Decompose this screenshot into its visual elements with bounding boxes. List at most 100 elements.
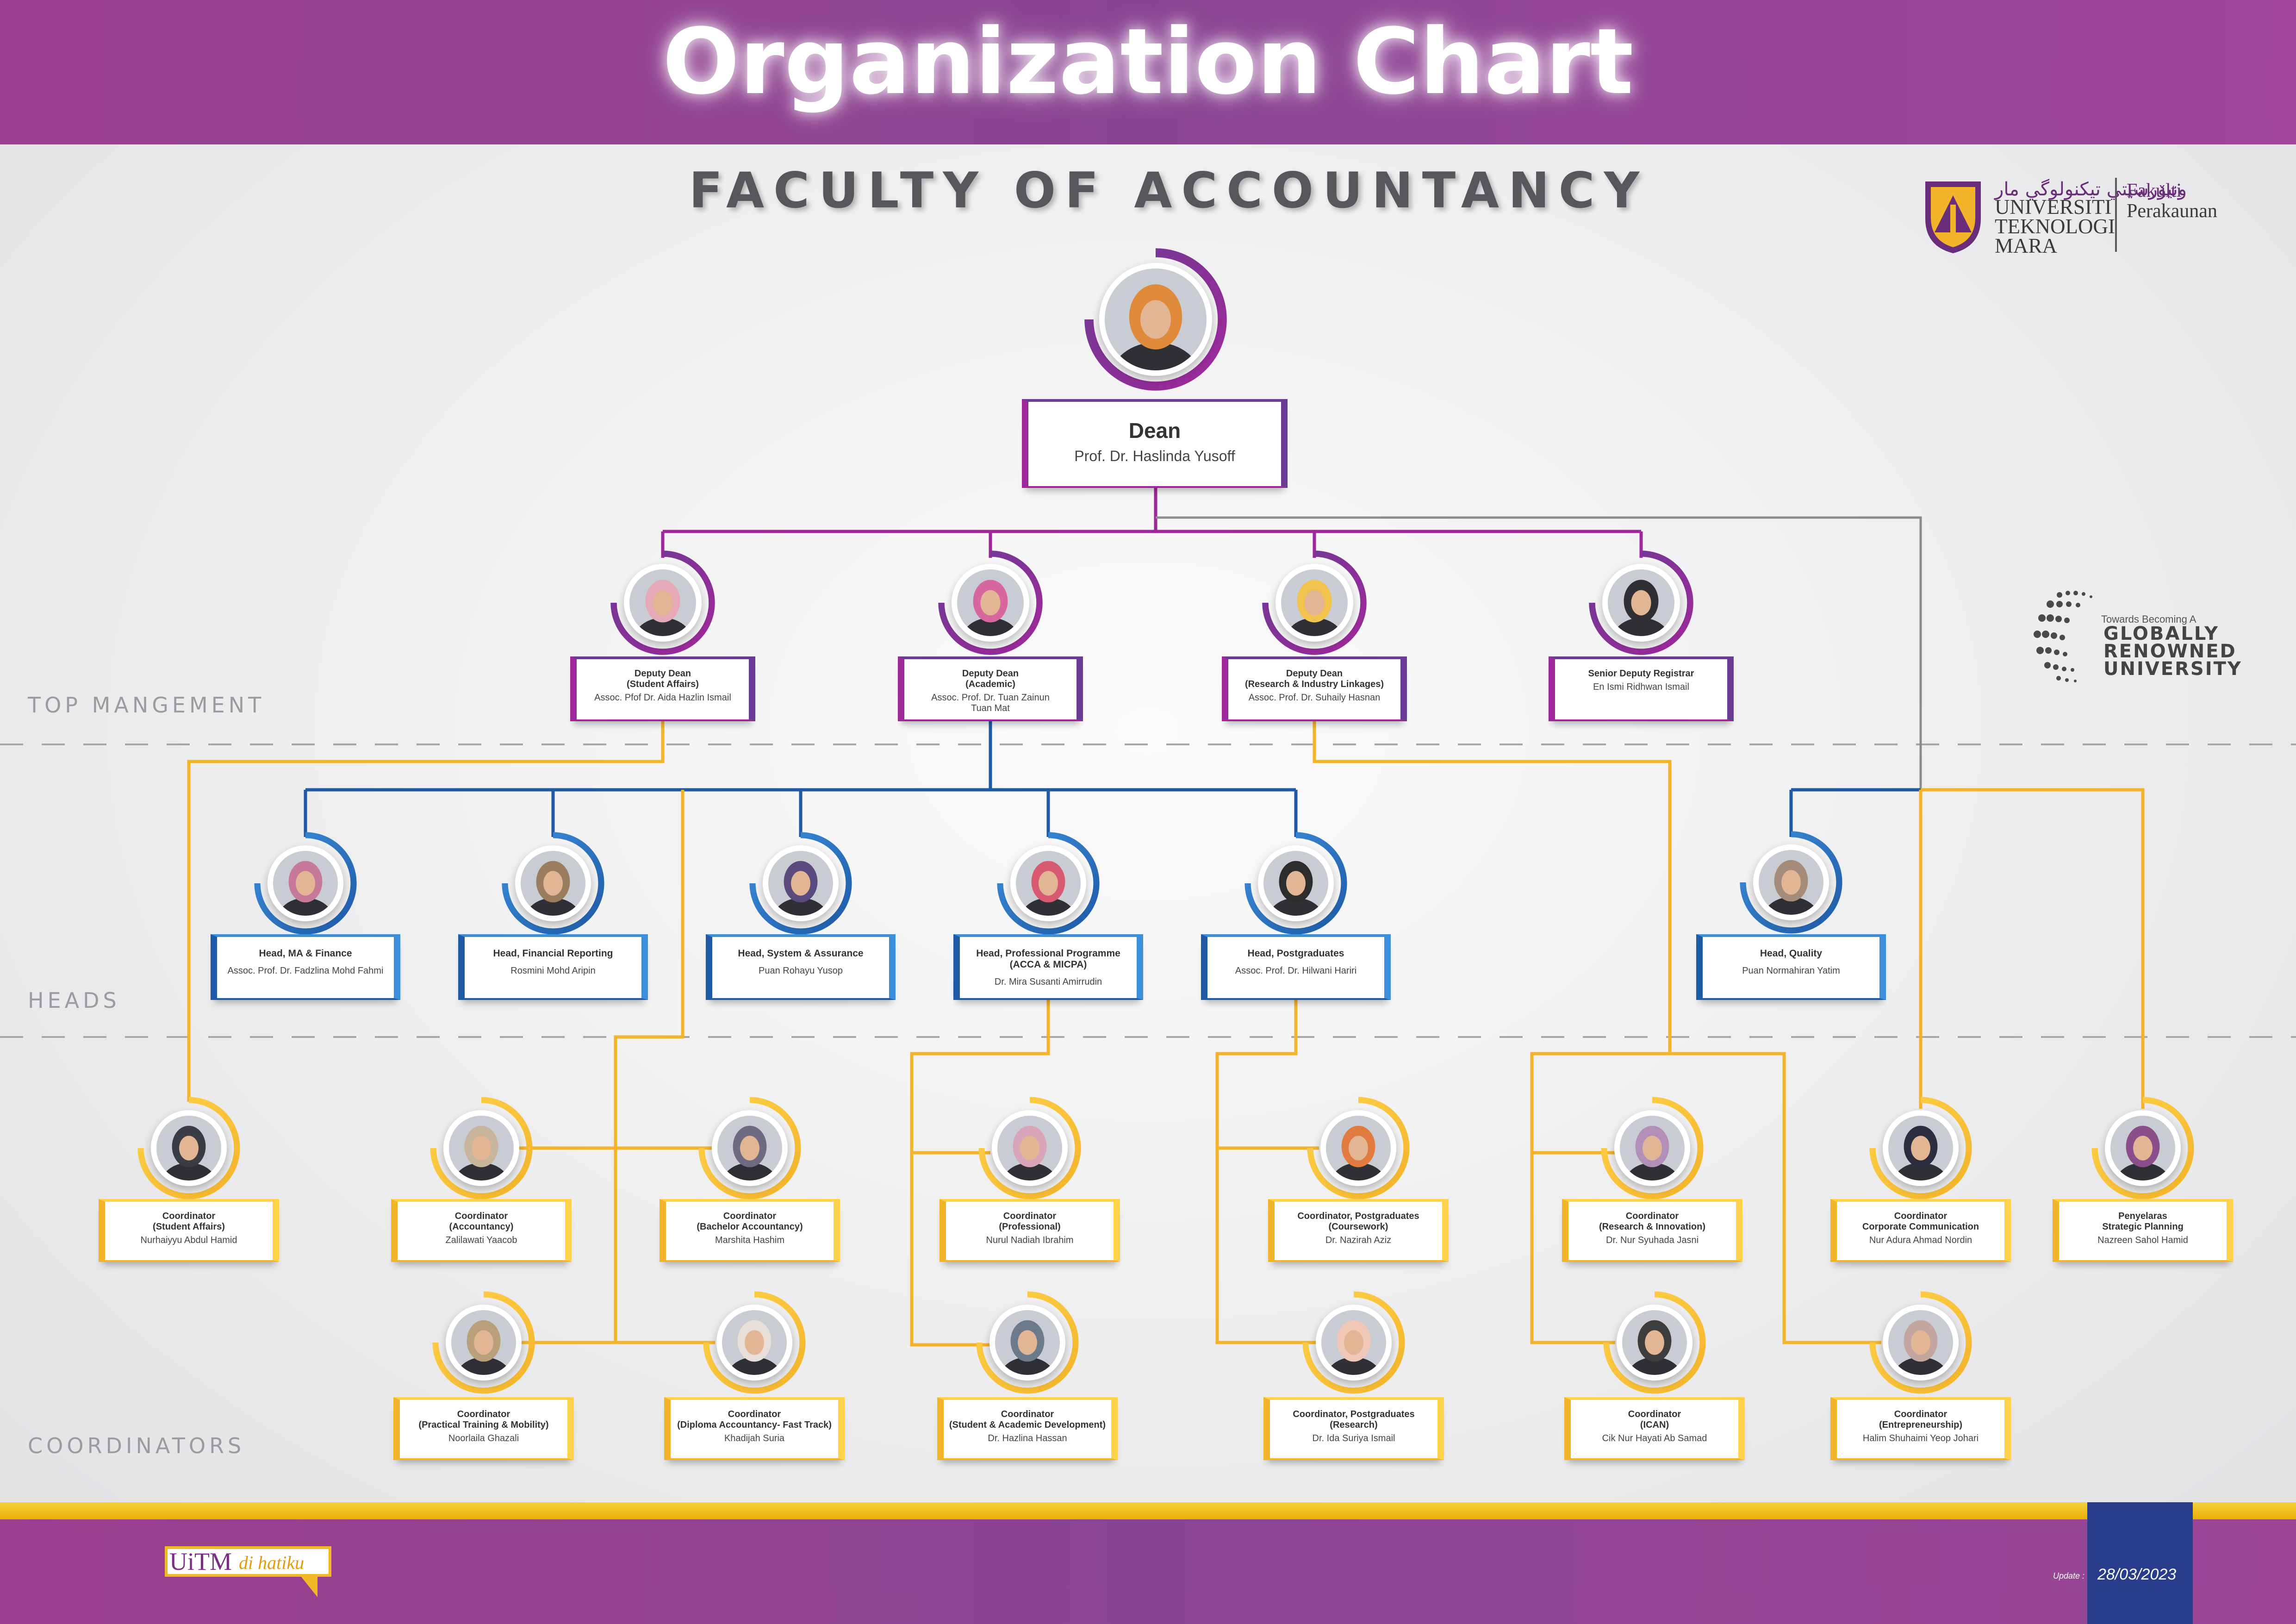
portrait-photo	[446, 1305, 522, 1380]
photo-ring	[1869, 1291, 1972, 1394]
portrait-photo	[1883, 1305, 1959, 1380]
position-title: Deputy Dean(Academic)	[962, 668, 1019, 689]
portrait-photo	[1099, 263, 1212, 376]
person-silhouette-icon	[1321, 1310, 1386, 1375]
photo-ring	[1589, 550, 1693, 655]
position-card: Coordinator(Bachelor Accountancy)Marshit…	[660, 1199, 840, 1262]
position-title: Deputy Dean(Research & Industry Linkages…	[1244, 668, 1384, 689]
connectors	[187, 488, 2145, 1347]
position-card: Coordinator(Practical Training & Mobilit…	[393, 1397, 574, 1460]
person-name: Rosmini Mohd Aripin	[510, 966, 596, 976]
photo-ring	[610, 550, 715, 655]
person-silhouette-icon	[1622, 1310, 1687, 1375]
person-name: Assoc. Prof. Dr. Hilwani Hariri	[1235, 966, 1357, 976]
photo-ring	[938, 550, 1043, 655]
photo-ring	[1869, 1097, 1972, 1199]
person-silhouette-icon	[1759, 850, 1823, 915]
position-card: Coordinator(Accountancy) Zalilawati Yaaco…	[391, 1199, 572, 1262]
uitm-logo: ﻭﻧﻴﯚﺭﺳﻴﺘﻲ ﺗﻴﻜﻨﻮﻟﻮﮔﻲ ﻣﺎﺭ UNIVERSITI TEKNO…	[1921, 177, 2245, 256]
person-silhouette-icon	[1888, 1116, 1953, 1181]
position-title: Senior Deputy Registrar	[1588, 668, 1694, 679]
logo-jawi-text: ﻭﻧﻴﯚﺭﺳﻴﺘﻲ ﺗﻴﻜﻨﻮﻟﻮﮔﻲ ﻣﺎﺭ	[1995, 179, 2187, 200]
person-name: Nazreen Sahol Hamid	[2097, 1235, 2188, 1245]
photo-ring	[749, 832, 852, 935]
person-name: Halim Shuhaimi Yeop Johari	[1862, 1433, 1979, 1443]
update-date: 28/03/2023	[2097, 1566, 2177, 1583]
person-name: Puan Normahiran Yatim	[1742, 966, 1840, 976]
person-name: Dr. Nazirah Aziz	[1325, 1235, 1392, 1245]
portrait-photo	[1276, 564, 1353, 642]
portrait-photo	[1010, 845, 1086, 921]
person-silhouette-icon	[1105, 269, 1207, 370]
portrait-photo	[515, 845, 591, 921]
position-card: Deputy Dean(Academic) Assoc. Prof. Dr. Tu…	[898, 656, 1083, 721]
person-name: Dr. Mira Susanti Amirrudin	[994, 977, 1102, 987]
person-silhouette-icon	[629, 569, 696, 636]
person-name: Cik Nur Hayati Ab Samad	[1602, 1433, 1707, 1443]
header-bar	[0, 0, 2296, 144]
person-silhouette-icon	[2110, 1116, 2175, 1181]
person-name: Assoc. Pfof Dr. Aida Hazlin Ismail	[594, 693, 731, 703]
position-title: Coordinator, Postgraduates(Research)	[1293, 1409, 1415, 1430]
position-card: Coordinator(Professional)Nurul Nadiah Ib…	[940, 1199, 1120, 1262]
person-silhouette-icon	[521, 851, 585, 916]
person-name: En Ismi Ridhwan Ismail	[1593, 682, 1689, 692]
portrait-photo	[1614, 1110, 1690, 1186]
person-name: Dr. Hazlina Hassan	[988, 1433, 1067, 1443]
position-card: Coordinator(Student & Academic Developme…	[937, 1397, 1118, 1460]
person-silhouette-icon	[995, 1310, 1060, 1375]
position-card: Coordinator(Research & Innovation)Dr. Nu…	[1562, 1199, 1742, 1262]
section-label-heads: HEADS	[28, 988, 120, 1013]
portrait-photo	[443, 1110, 519, 1186]
photo-ring	[1603, 1291, 1706, 1394]
person-name: Nur Adura Ahmad Nordin	[1869, 1235, 1972, 1245]
position-card: Deputy Dean(Research & Industry Linkages…	[1222, 656, 1407, 721]
person-name: Prof. Dr. Haslinda Yusoff	[1074, 447, 1235, 464]
connector-line	[614, 963, 684, 1148]
position-card: Coordinator, Postgraduates(Research) Dr. …	[1263, 1397, 1444, 1460]
logo-university-name: UNIVERSITI TEKNOLOGI MARA	[1995, 195, 2115, 257]
person-name: Puan Rohayu Yusop	[758, 966, 843, 976]
person-name: Dr. Ida Suriya Ismail	[1312, 1433, 1395, 1443]
photo-ring	[1084, 248, 1227, 391]
person-silhouette-icon	[722, 1310, 787, 1375]
person-silhouette-icon	[156, 1116, 221, 1181]
dotted-globe-icon	[2034, 591, 2092, 682]
position-title: Deputy Dean(Student Affairs)	[627, 668, 699, 689]
position-card: Coordinator(Student Affairs)Nurhaiyyu Ab…	[99, 1199, 279, 1262]
position-title: Coordinator(Diploma Accountancy- Fast Tr…	[677, 1409, 832, 1430]
photo-ring	[978, 1097, 1081, 1199]
person-silhouette-icon	[1281, 569, 1348, 636]
portrait-photo	[716, 1305, 792, 1380]
person-name: Marshita Hashim	[715, 1235, 785, 1245]
position-title: Head, MA & Finance	[259, 948, 352, 959]
tagline-main: GLOBALLY RENOWNED UNIVERSITY	[2103, 623, 2242, 680]
person-silhouette-icon	[1263, 851, 1328, 916]
position-card: Senior Deputy Registrar En Ismi Ridhwan I…	[1549, 656, 1734, 721]
photo-ring	[1740, 831, 1842, 934]
person-name: Zalilawati Yaacob	[445, 1235, 517, 1245]
footer-date-panel	[2087, 1502, 2193, 1624]
position-title: Coordinator(Professional)	[999, 1211, 1061, 1232]
position-title: Head, Professional Programme(ACCA & MICP…	[976, 948, 1120, 970]
portrait-photo	[1258, 845, 1334, 921]
section-label-top-management: TOP MANGEMENT	[28, 693, 265, 718]
position-title: Coordinator(Accountancy)	[449, 1211, 514, 1232]
person-silhouette-icon	[717, 1116, 782, 1181]
position-title: Coordinator(Practical Training & Mobilit…	[418, 1409, 549, 1430]
photo-ring	[698, 1097, 801, 1199]
footer-bar	[0, 1519, 2296, 1624]
photo-ring	[502, 832, 604, 935]
portrait-photo	[1753, 844, 1829, 920]
portrait-photo	[624, 564, 702, 642]
photo-ring	[432, 1291, 535, 1394]
page-title: Organization Chart	[662, 9, 1634, 115]
person-name: Assoc. Prof. Dr. Suhaily Hasnan	[1248, 693, 1381, 703]
person-silhouette-icon	[1620, 1116, 1685, 1181]
position-card: Coordinator(ICAN)Cik Nur Hayati Ab Samad	[1564, 1397, 1745, 1460]
